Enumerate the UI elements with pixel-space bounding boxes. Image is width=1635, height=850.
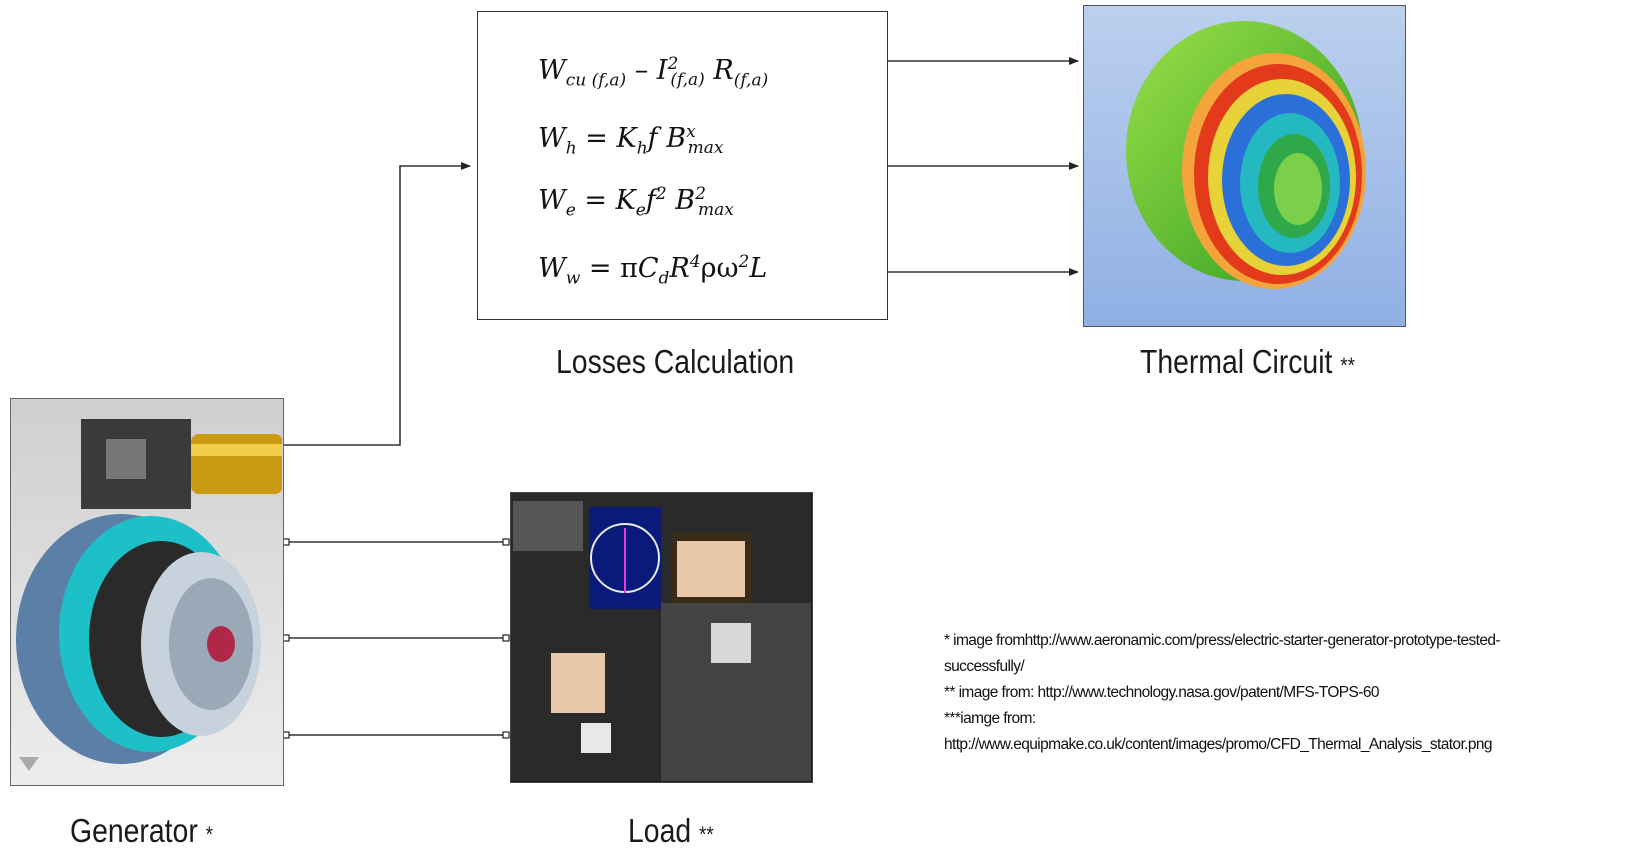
equation-eddy-loss: We = Kef2 B2max — [538, 184, 734, 221]
load-block[interactable] — [510, 492, 813, 783]
thermal-stator-image — [1126, 21, 1366, 289]
footnote-line: http://www.equipmake.co.uk/content/image… — [944, 736, 1493, 753]
thermal-circuit-block[interactable] — [1083, 5, 1406, 327]
generator-to-losses-wire — [283, 162, 471, 446]
thermal-circuit-caption: Thermal Circuit ** — [1140, 343, 1355, 380]
footnote-line: ***iamge from: — [944, 710, 1036, 727]
cockpit-image — [511, 493, 811, 781]
generator-block[interactable] — [10, 398, 284, 786]
equation-windage-loss: Ww = πCdR4ρω2L — [538, 252, 768, 289]
port — [502, 634, 510, 642]
footnote-marker: * — [205, 822, 214, 847]
image-source-footnotes: * image fromhttp://www.aeronamic.com/pre… — [944, 628, 1634, 758]
equation-hysteresis-loss: Wh = Khf Bxmax — [538, 122, 724, 159]
load-caption: Load ** — [628, 812, 714, 849]
losses-calculation-caption: Losses Calculation — [556, 343, 795, 380]
generator-caption: Generator * — [70, 812, 214, 849]
port — [502, 731, 510, 739]
footnote-marker: ** — [699, 822, 714, 847]
footnote-line: ** image from: http://www.technology.nas… — [944, 684, 1379, 701]
port — [502, 538, 510, 546]
equation-copper-loss: Wcu (f,a) – I2(f,a) R(f,a) — [538, 54, 769, 91]
generator-image — [16, 419, 283, 771]
footnote-marker: ** — [1340, 353, 1355, 378]
losses-calculation-block[interactable]: Wcu (f,a) – I2(f,a) R(f,a) Wh = Khf Bxma… — [477, 11, 888, 320]
footnote-line: successfully/ — [944, 658, 1025, 675]
footnote-line: * image fromhttp://www.aeronamic.com/pre… — [944, 632, 1501, 649]
